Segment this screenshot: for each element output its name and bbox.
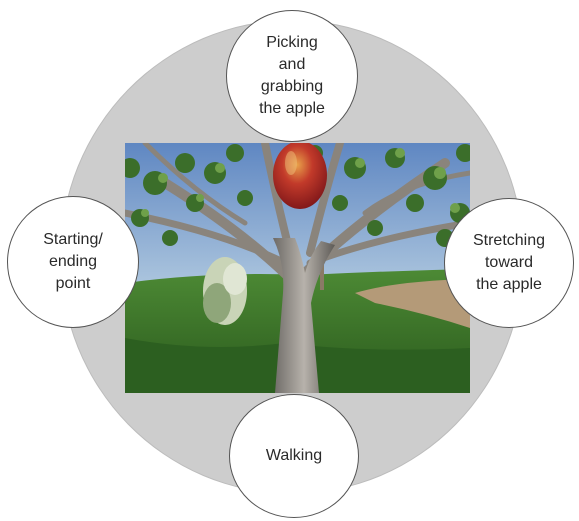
apple xyxy=(273,143,327,209)
step-stretching: Stretching toward the apple xyxy=(444,198,574,328)
tree-scene-illustration xyxy=(125,143,470,393)
step-picking-apple: Picking and grabbing the apple xyxy=(226,10,358,142)
tree-trunk xyxy=(273,238,335,393)
apple-highlight xyxy=(285,151,297,175)
step-starting-point: Starting/ ending point xyxy=(7,196,139,328)
step-walking: Walking xyxy=(229,394,359,518)
step-stretching-label: Stretching toward the apple xyxy=(472,232,546,293)
distant-trunk xyxy=(320,255,324,290)
bush xyxy=(203,257,247,325)
step-walking-label: Walking xyxy=(265,447,323,464)
dirt-path xyxy=(355,279,470,328)
apple-tree-scene-image xyxy=(125,143,470,393)
tree-foliage-highlights xyxy=(141,148,460,217)
step-starting-point-label: Starting/ ending point xyxy=(43,231,103,292)
step-picking-apple-label: Picking and grabbing the apple xyxy=(259,34,325,117)
